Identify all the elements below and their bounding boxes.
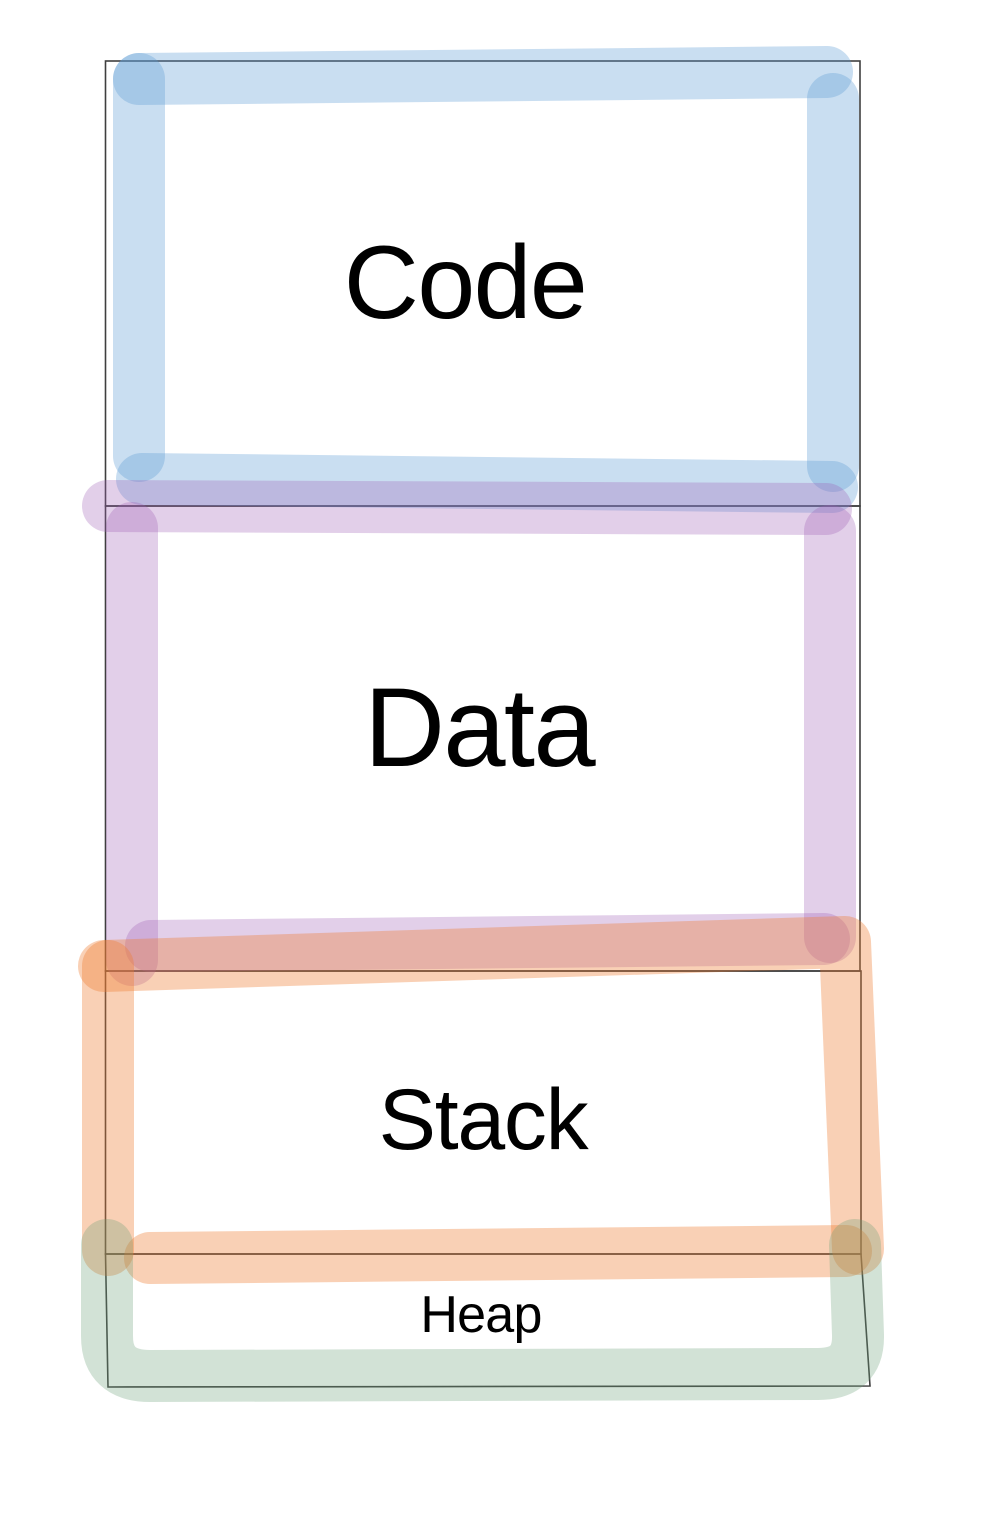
code-highlight-top	[113, 46, 853, 105]
heap-label: Heap	[420, 1286, 542, 1344]
heap-highlight-u	[81, 1219, 884, 1402]
code-label: Code	[343, 225, 588, 341]
heap-highlight-stroke	[81, 1219, 884, 1402]
data-label: Data	[364, 665, 596, 790]
data-highlight-bottom	[125, 913, 850, 972]
heap-box-outline	[104, 1253, 871, 1388]
section-outlines	[104, 60, 871, 1388]
code-highlight-bottom	[116, 453, 858, 513]
stack-highlight-stroke	[78, 916, 884, 1284]
stack-highlight-top-right	[78, 916, 884, 1275]
stack-label: Stack	[378, 1072, 589, 1168]
data-highlight-stroke	[82, 480, 856, 986]
data-highlight-top	[82, 480, 852, 535]
stack-highlight-bottom	[124, 1225, 872, 1284]
code-highlight-stroke	[113, 46, 859, 513]
